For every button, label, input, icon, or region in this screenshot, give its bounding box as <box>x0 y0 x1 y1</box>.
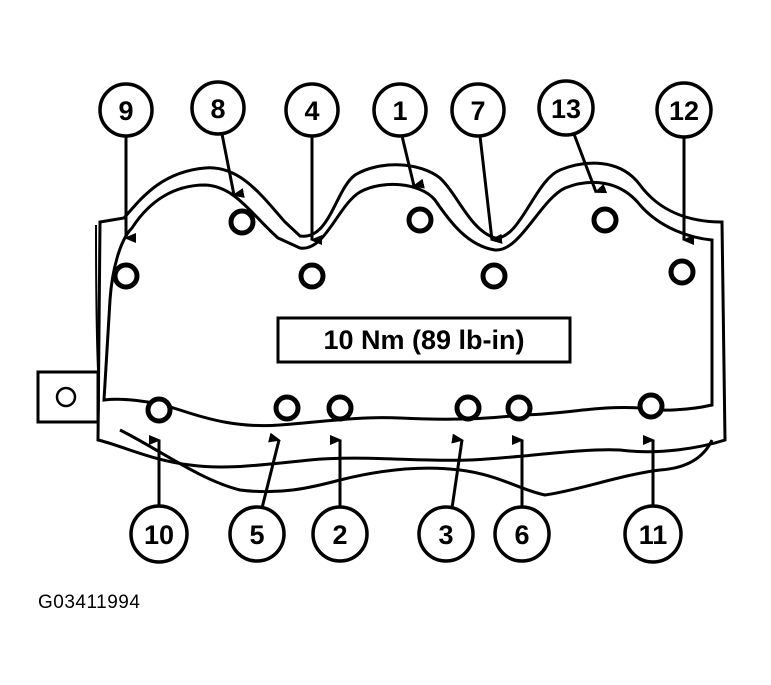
arrow-7 <box>478 135 503 244</box>
mounting-bracket-hole <box>55 386 77 408</box>
arrow-1 <box>400 135 425 189</box>
svg-text:8: 8 <box>210 94 225 124</box>
callout-1: 1 <box>372 82 428 138</box>
callout-5: 5 <box>228 505 286 563</box>
bolt-1 <box>406 206 434 234</box>
svg-text:9: 9 <box>118 96 133 126</box>
callout-8: 8 <box>190 80 246 136</box>
callout-11: 11 <box>623 504 683 564</box>
svg-text:7: 7 <box>470 96 485 126</box>
bolt-13 <box>591 206 619 234</box>
callout-3: 3 <box>417 505 475 563</box>
callout-6: 6 <box>493 505 551 563</box>
bolt-5 <box>273 394 301 422</box>
figure-id: G03411994 <box>38 592 141 613</box>
callout-9: 9 <box>98 82 154 138</box>
cover-outline-outer <box>96 161 727 469</box>
cover-lower-seam <box>119 428 714 497</box>
bolt-heads <box>112 206 696 424</box>
svg-text:1: 1 <box>392 96 407 126</box>
leader-arrows-bottom <box>149 432 655 509</box>
bolt-4 <box>298 262 326 290</box>
bolt-9 <box>112 262 140 290</box>
arrow-8 <box>220 133 245 198</box>
callout-7: 7 <box>450 82 506 138</box>
bolt-11 <box>637 392 665 420</box>
bolt-12 <box>668 258 696 286</box>
leader-arrows-top <box>124 133 694 245</box>
svg-text:4: 4 <box>304 96 319 126</box>
callout-10: 10 <box>129 504 189 564</box>
svg-text:10: 10 <box>144 520 174 550</box>
svg-text:11: 11 <box>639 520 668 550</box>
arrow-13 <box>572 133 608 194</box>
arrow-5 <box>260 432 281 509</box>
bolt-2 <box>326 394 354 422</box>
callout-2: 2 <box>311 505 369 563</box>
arrow-3 <box>450 433 464 509</box>
svg-text:2: 2 <box>332 520 347 550</box>
callout-12: 12 <box>655 81 713 139</box>
bolt-8 <box>228 208 256 236</box>
torque-spec-label: 10 Nm (89 lb-in) <box>323 325 524 355</box>
callout-4: 4 <box>284 82 340 138</box>
bolt-6 <box>505 394 533 422</box>
bolt-7 <box>480 262 508 290</box>
callout-13: 13 <box>537 79 595 137</box>
torque-spec-box <box>276 316 572 364</box>
svg-text:6: 6 <box>514 520 529 550</box>
bolt-3 <box>454 394 482 422</box>
svg-text:3: 3 <box>438 520 453 550</box>
bolt-10 <box>145 396 173 424</box>
callouts-top: 9 8 4 1 7 13 12 <box>98 79 713 139</box>
svg-text:5: 5 <box>249 520 264 550</box>
svg-text:12: 12 <box>669 96 699 126</box>
callouts-bottom: 10 5 2 3 6 11 <box>129 504 683 564</box>
svg-text:13: 13 <box>551 94 581 124</box>
